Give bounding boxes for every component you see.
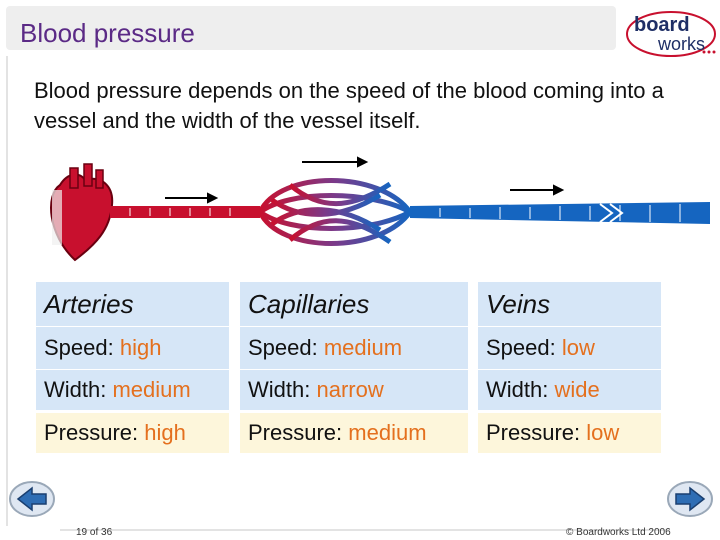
page-title: Blood pressure	[20, 18, 195, 48]
heart-icon	[50, 163, 114, 262]
table-cell: Speed: low	[478, 327, 661, 369]
left-divider	[6, 56, 8, 526]
table-header-veins: Veins	[478, 282, 661, 326]
table-cell: Width: wide	[478, 370, 661, 410]
table-cell: Pressure: medium	[240, 413, 468, 453]
capillary-network	[257, 178, 413, 246]
copyright: © Boardworks Ltd 2006	[566, 527, 671, 538]
table-header-arteries: Arteries	[36, 282, 229, 326]
table-cell: Width: medium	[36, 370, 229, 410]
table-cell: Pressure: high	[36, 413, 229, 453]
table-cell: Speed: high	[36, 327, 229, 369]
logo-word-2: works	[657, 34, 705, 54]
title-bar: Blood pressure	[6, 6, 616, 50]
logo-word-1: board	[634, 14, 690, 36]
intro-text: Blood pressure depends on the speed of t…	[34, 78, 664, 133]
table-cell: Speed: medium	[240, 327, 468, 369]
circulation-diagram	[50, 156, 710, 262]
page-counter: 19 of 36	[76, 527, 113, 538]
artery-vessel	[110, 206, 260, 218]
table-cell: Width: narrow	[240, 370, 468, 410]
boardworks-logo: board works	[626, 11, 716, 57]
previous-arrow-icon[interactable]	[8, 480, 56, 518]
vein-valve	[599, 203, 624, 223]
flow-arrow-icon	[165, 156, 565, 204]
bottom-divider	[60, 529, 670, 531]
next-arrow-icon[interactable]	[666, 480, 714, 518]
table-header-capillaries: Capillaries	[240, 282, 468, 326]
table-cell: Pressure: low	[478, 413, 661, 453]
